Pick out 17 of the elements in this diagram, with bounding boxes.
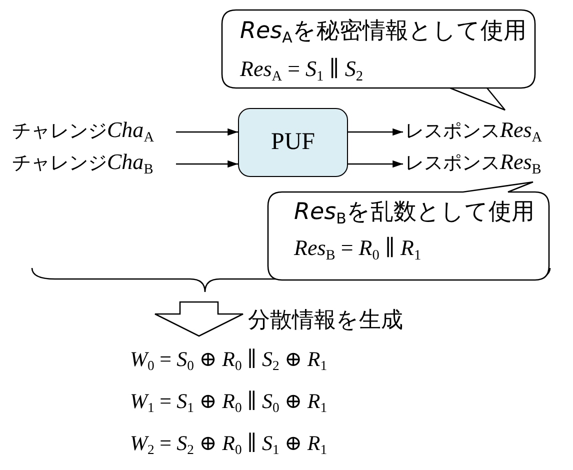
formula: W$_{0}$ = S$_{0}$ ⊕ R$_{0}$ ∥ S$_{2}$ ⊕ R$_{1}$	[130, 346, 328, 374]
signal-label: レスポンスRes$_{B}$	[405, 148, 571, 176]
formula: W$_{2}$ = S$_{2}$ ⊕ R$_{0}$ ∥ S$_{1}$ ⊕ R$_{1}$	[130, 430, 328, 458]
formula: Res$_{B}$ = R$_{0}$ ∥ R$_{1}$	[294, 234, 422, 263]
formula: W$_{1}$ = S$_{1}$ ⊕ R$_{0}$ ∥ S$_{0}$ ⊕ R$_{1}$	[130, 388, 328, 416]
arrow	[348, 128, 403, 136]
signal-label: チャレンジCha$_{A}$	[12, 116, 178, 144]
callout-text: Res$_{B}$を乱数として使用	[294, 198, 534, 227]
step-label: 分散情報を生成	[248, 307, 403, 335]
process-box: PUF	[238, 108, 348, 177]
signal-label: レスポンスRes$_{A}$	[405, 116, 571, 144]
signal-label: チャレンジCha$_{B}$	[12, 148, 178, 176]
arrow	[176, 160, 238, 168]
arrow	[176, 128, 238, 136]
formula: Res$_{A}$ = S$_{1}$ ∥ S$_{2}$	[240, 55, 363, 84]
callout-text: Res$_{A}$を秘密情報として使用	[240, 17, 526, 46]
arrow	[348, 160, 403, 168]
